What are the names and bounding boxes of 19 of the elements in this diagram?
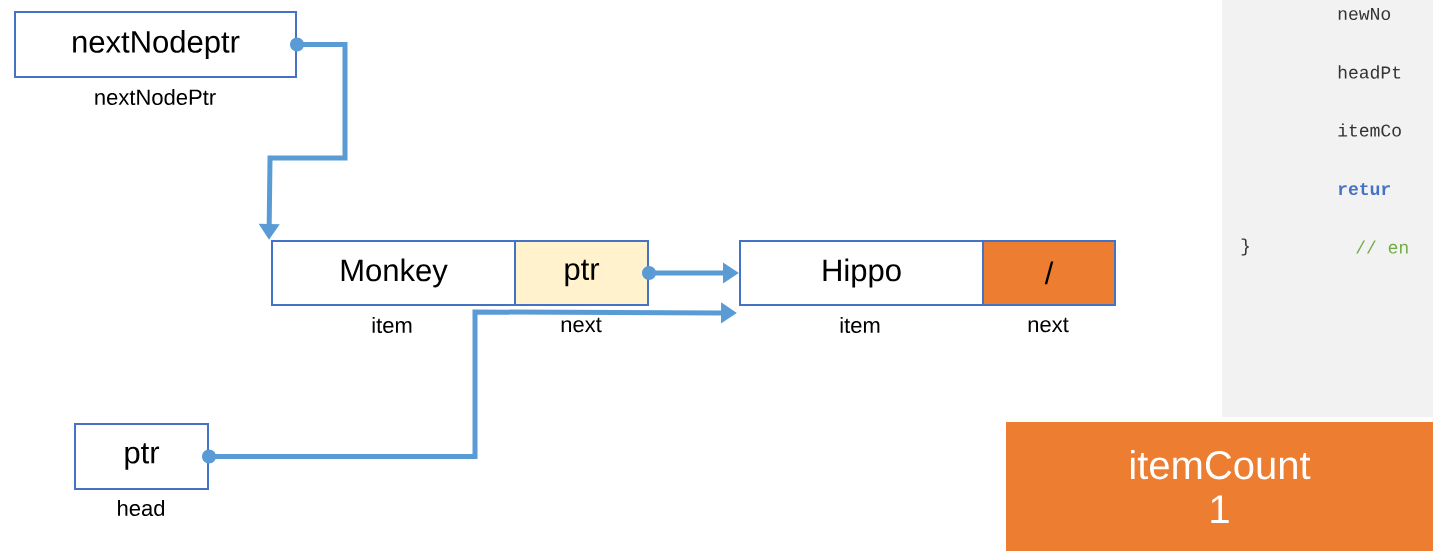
item-cell: Monkey	[271, 240, 516, 306]
pointer-cell: ptr	[514, 240, 649, 306]
null-pointer-cell: /	[982, 240, 1116, 306]
counter-box: itemCount 1	[1006, 422, 1433, 551]
code-line: retur	[1338, 182, 1390, 196]
field-label: next	[561, 317, 602, 333]
field-label: nextNodePtr	[95, 88, 216, 106]
item-cell: Hippo	[739, 240, 984, 306]
field-label: item	[372, 316, 412, 334]
code-line: // en	[1356, 240, 1408, 254]
code-line: }	[1241, 238, 1249, 256]
pointer-box: nextNodeptr	[14, 11, 297, 78]
field-label: item	[840, 316, 880, 334]
field-label: head	[118, 499, 165, 517]
code-line: itemCo	[1338, 123, 1401, 137]
code-line: headPt	[1338, 65, 1401, 79]
code-line: newNo	[1338, 8, 1391, 20]
pointer-box: ptr	[74, 423, 209, 490]
field-label: next	[1028, 317, 1069, 333]
